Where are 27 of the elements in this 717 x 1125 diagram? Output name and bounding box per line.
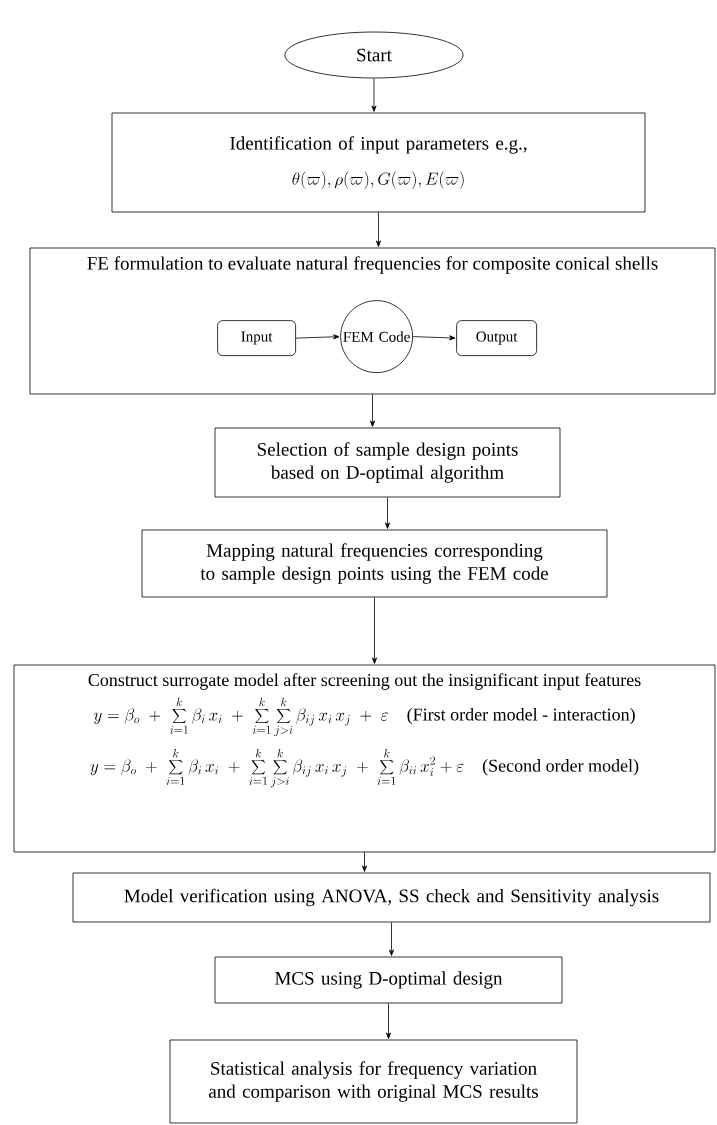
arrow [362, 852, 367, 872]
box-heading: FE formulation to evaluate natural frequencies for composite conical shells [87, 256, 658, 274]
process-box: MCS using D-optimal design [214, 956, 563, 1004]
output-box: Output [456, 320, 537, 356]
arrow [295, 334, 340, 340]
process-box: Mapping natural frequencies corresponding to sample design points using the FEM code [141, 529, 608, 598]
arrow [370, 394, 375, 427]
node-label: $y = \beta_o \;+\; \sum_{i=1}^{k}\beta_i\, x_i \;+\; \sum_{i=1}^{k}\sum_{j>i}^{k}\beta_{ij}\, x_i\, x_j \;+\; \sum_{i=1}^{k}\beta_{ii}\, x_i^2 + \varepsilon$ [90, 748, 464, 788]
arrow [412, 335, 456, 341]
arrow [371, 78, 377, 112]
arrow [372, 597, 377, 664]
arrow [376, 212, 381, 247]
arrow [385, 497, 390, 529]
node-label: (First order model - interaction) [407, 707, 635, 725]
process-box: Identification of input parameters e.g., $\theta(\varpi), \rho(\varpi), G(\varpi), E(\varpi)$ [111, 112, 646, 213]
process-box: Selection of sample design points based on D-optimal algorithm [214, 427, 561, 498]
process-box [29, 247, 716, 395]
node-label: (Second order model) [482, 759, 639, 776]
node-label: $y = \beta_o \;+\; \sum_{i=1}^{k}\beta_i\, x_i \;+\; \sum_{i=1}^{k}\sum_{j>i}^{k}\beta_{ij}\, x_i\, x_j \;+\; \varepsilon$ [93, 697, 389, 737]
node-label: Construct surrogate model after screening out the insignificant input features [88, 673, 641, 690]
input-box: Input [217, 320, 296, 356]
process-box: Statistical analysis for frequency variation and comparison with original MCS results [169, 1039, 578, 1124]
arrow [386, 1003, 391, 1039]
arrow [389, 922, 394, 956]
process-box: Model verification using ANOVA, SS check and Sensitivity analysis [72, 872, 711, 923]
box-heading: Construct surrogate model after screening out the insignificant input features $y = \beta_o \;+\; \sum_{i=1}^{k}\beta_i\, x_i \;+\; \sum_{i=1}^{k}\sum_{j>i}^{k}\beta_{ij}\, x_i\, x_j \;+\; \varepsilon$ (First order model - interaction) $y = \beta_o \;+\; \sum_{i=1}^{k}\beta_i\, x_i \;+\; \sum_{i=1}^{k}\sum_{j>i}^{k}\beta_{ij}\, x_i\, x_j \;+\; \sum_{i=1}^{k}\beta_{ii}\, x_i^2 + \varepsilon$ (Second order model) [88, 673, 641, 788]
process-box [13, 664, 716, 853]
